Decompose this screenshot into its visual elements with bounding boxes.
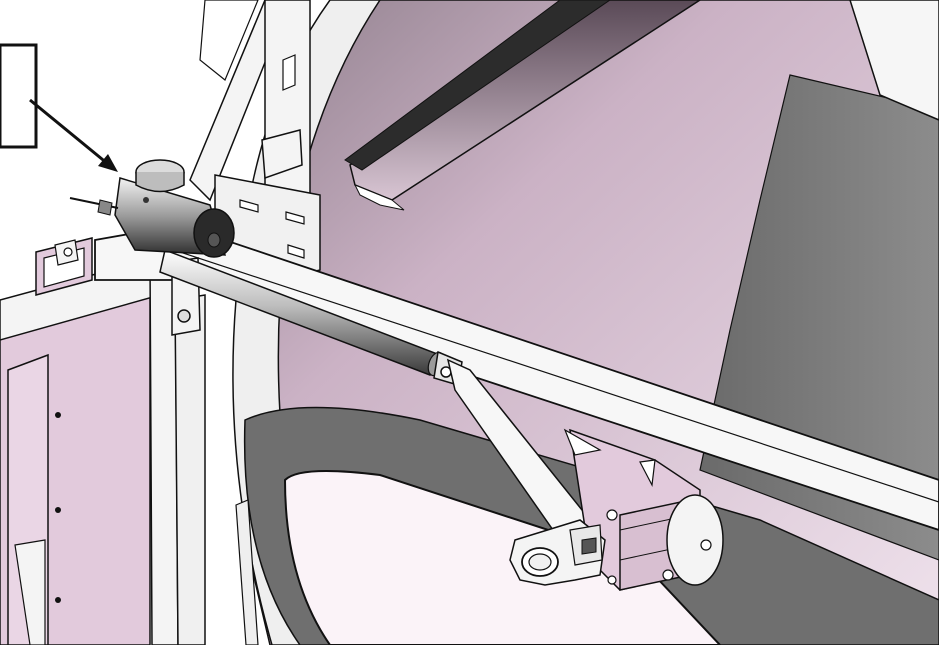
callout-box (0, 43, 38, 149)
flange (666, 494, 724, 586)
clamp (509, 519, 606, 586)
top-rail (344, 0, 702, 211)
small-post (235, 499, 259, 645)
callout-arrow (29, 98, 118, 172)
left-frame (0, 237, 206, 645)
upper-right-panel (849, 0, 939, 121)
linear-actuator (69, 159, 463, 386)
